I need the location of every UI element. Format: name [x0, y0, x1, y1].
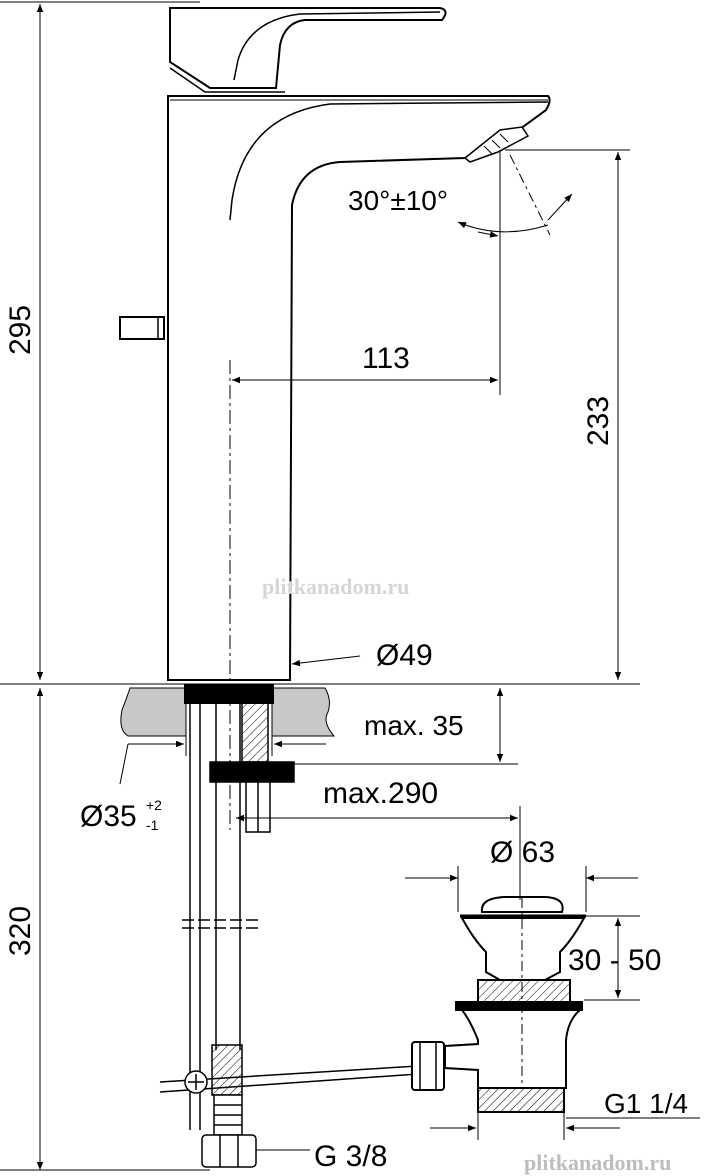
label-max-deck-thickness: max. 35 [364, 710, 464, 741]
watermarks: plitkanadom.ru plitkanadom.ru [262, 574, 671, 1175]
hose-nut [201, 1134, 257, 1168]
deck-right [271, 687, 336, 737]
fixing-plate [209, 761, 295, 783]
lever-handle [169, 7, 447, 89]
pop-up-waste [411, 896, 586, 1113]
rod-nut [411, 1041, 445, 1091]
label-spout-reach: 113 [362, 342, 410, 375]
watermark-center: plitkanadom.ru [262, 574, 409, 599]
waste-lock-nut [455, 1001, 583, 1011]
label-waste-diameter: Ø 63 [490, 836, 555, 869]
popup-knob [119, 316, 165, 340]
label-spout-height: 233 [582, 396, 615, 446]
threaded-rod [241, 699, 269, 763]
label-hose-thread: G 3/8 [314, 1140, 387, 1173]
label-waste-thread: G1 1/4 [604, 1088, 688, 1119]
deck [0, 683, 640, 737]
label-hole-tol-plus: +2 [146, 797, 162, 813]
label-total-height: 295 [4, 305, 37, 355]
faucet [119, 7, 551, 830]
dimension-lines [0, 1, 700, 1171]
waste-thread-bottom [477, 1087, 565, 1113]
angle-arc [457, 221, 549, 233]
label-spout-angle: 30°±10° [348, 185, 448, 216]
lever-base [169, 67, 285, 93]
waste-thread-top [477, 979, 571, 1003]
label-below-height: 320 [4, 906, 37, 956]
label-body-diameter: Ø49 [376, 639, 433, 672]
supply-lines [159, 699, 419, 1168]
body-inner-curve [229, 101, 549, 221]
waste-flange [460, 917, 586, 981]
label-waste-range: 30 - 50 [568, 944, 661, 977]
label-max-distance: max.290 [323, 777, 438, 810]
watermark-corner: plitkanadom.ru [524, 1150, 671, 1175]
faucet-body [167, 95, 551, 681]
waste-body [444, 1009, 583, 1089]
label-hole-tol-minus: -1 [146, 817, 159, 833]
dimension-labels: 295 233 113 30°±10° Ø49 max. 35 Ø35 +2 -… [4, 185, 688, 1173]
deck-left [120, 687, 187, 737]
label-hole-diameter: Ø35 [80, 800, 137, 833]
lever-inner-curve [233, 11, 441, 81]
